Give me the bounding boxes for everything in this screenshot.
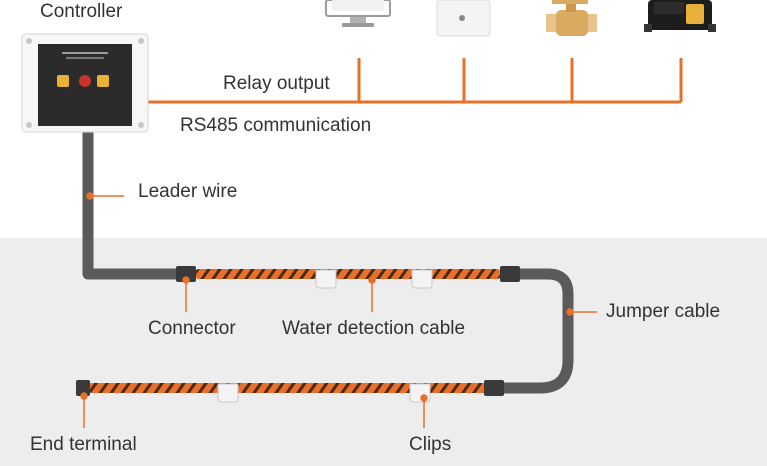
clips-label: Clips (409, 435, 451, 454)
water-detection-cable-label: Water detection cable (282, 319, 465, 338)
controller-label: Controller (40, 2, 122, 21)
clip (412, 270, 432, 288)
connector-jumper-upper (500, 266, 520, 282)
relay-output-label: Relay output (223, 74, 330, 93)
clip (316, 270, 336, 288)
clip (218, 384, 238, 402)
callout-leader-wire (87, 193, 124, 199)
monitor-icon (326, 0, 390, 27)
alarm-module-icon (644, 0, 716, 32)
valve-icon (546, 0, 597, 36)
controller-indicator-right (97, 75, 109, 87)
controller-indicator-alarm (79, 75, 91, 87)
controller-box (22, 34, 148, 132)
controller-indicator-left (57, 75, 69, 87)
rs485-label: RS485 communication (180, 116, 371, 135)
connector-label: Connector (148, 319, 236, 338)
leader-wire-label: Leader wire (138, 182, 237, 201)
connector-jumper-lower (484, 380, 504, 396)
water-detection-cable-upper (195, 269, 501, 279)
jumper-cable-label: Jumper cable (606, 302, 720, 321)
wall-box-icon (437, 0, 490, 36)
end-terminal-label: End terminal (30, 435, 137, 454)
